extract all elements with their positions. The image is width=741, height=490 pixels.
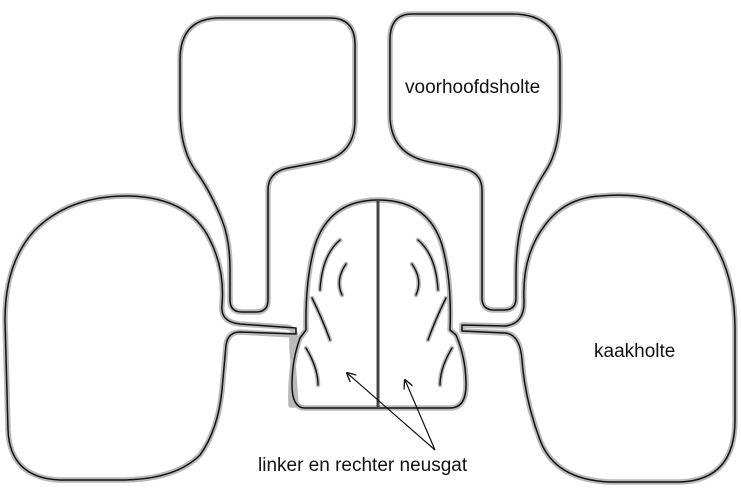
arrow-right-nostril bbox=[405, 380, 435, 450]
nostrils-label: linker en rechter neusgat bbox=[258, 455, 467, 477]
nostril-pointer-arrows bbox=[347, 373, 435, 450]
left-frontal-sinus bbox=[180, 18, 355, 312]
arrow-left-nostril bbox=[347, 373, 435, 450]
frontal-sinus-label: voorhoofdsholte bbox=[405, 77, 540, 99]
maxillary-sinus-label: kaakholte bbox=[594, 341, 675, 363]
left-maxillary-sinus bbox=[5, 196, 296, 480]
right-maxillary-sinus bbox=[462, 195, 735, 482]
